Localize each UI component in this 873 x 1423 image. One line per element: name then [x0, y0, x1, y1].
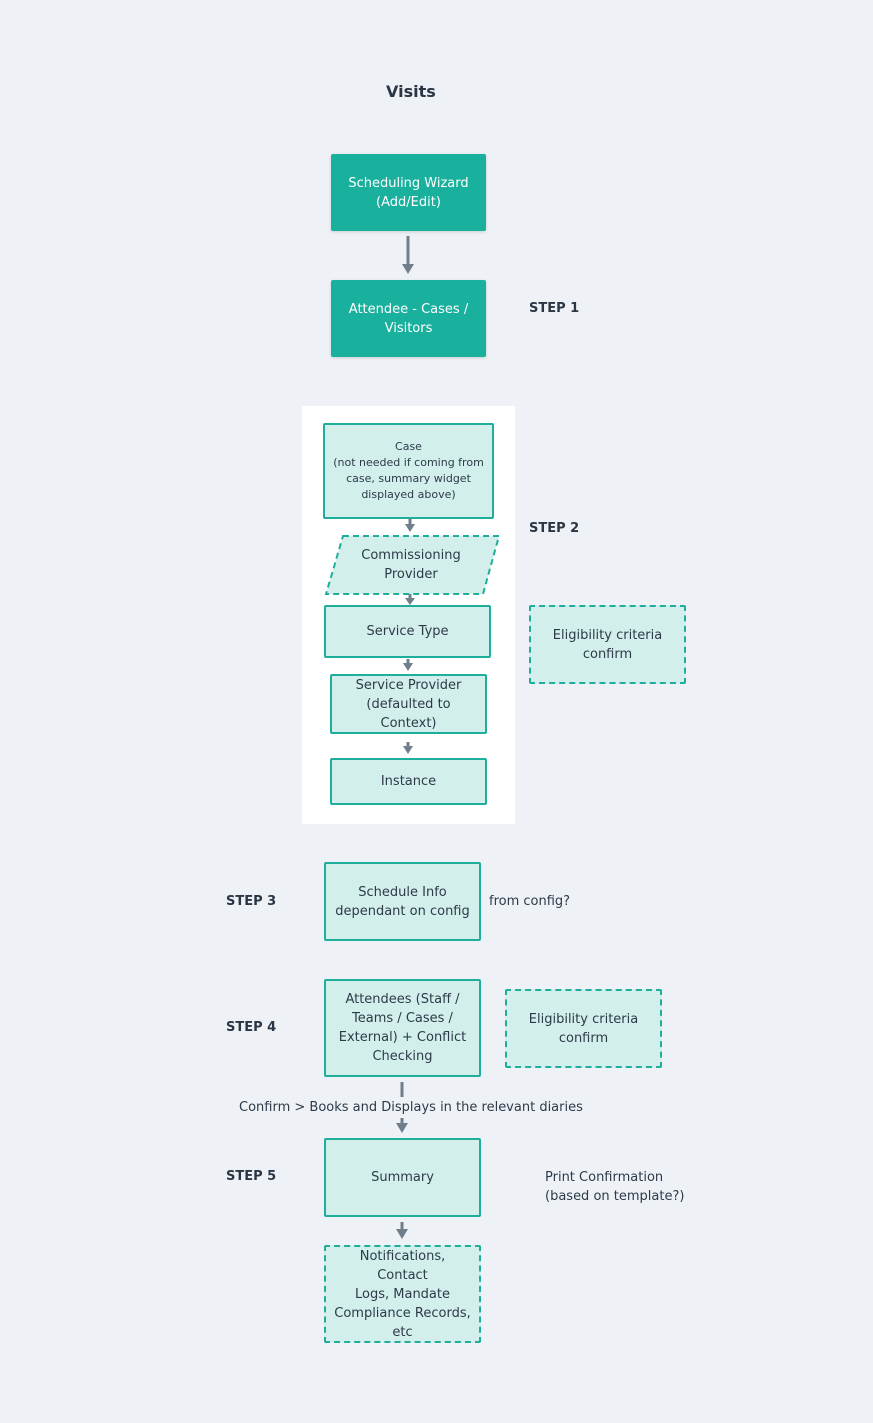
commissioning-provider-node[interactable]: Commissioning Provider [361, 548, 461, 582]
eligibility-criteria-step4-node[interactable]: Eligibility criteria confirm [505, 989, 662, 1068]
schedule-info-node[interactable]: Schedule Info dependant on config [324, 862, 481, 941]
case-node[interactable]: Case (not needed if coming from case, su… [323, 423, 494, 519]
step3-label: STEP 3 [226, 894, 277, 909]
from-config-annotation: from config? [489, 894, 571, 909]
step1-label: STEP 1 [529, 301, 580, 316]
commissioning-provider-shape [324, 535, 501, 595]
arrowhead-commissioning-to-servicetype [405, 598, 415, 605]
service-type-node[interactable]: Service Type [324, 605, 491, 658]
diagram-title: Visits [386, 82, 436, 101]
service-provider-node[interactable]: Service Provider (defaulted to Context) [330, 674, 487, 734]
arrowhead-servicetype-to-provider [403, 663, 413, 671]
attendee-cases-visitors-node[interactable]: Attendee - Cases / Visitors [331, 280, 486, 357]
eligibility-criteria-step2-node[interactable]: Eligibility criteria confirm [529, 605, 686, 684]
notifications-node[interactable]: Notifications, Contact Logs, Mandate Com… [324, 1245, 481, 1343]
arrowhead-provider-to-instance [403, 746, 413, 754]
instance-node[interactable]: Instance [330, 758, 487, 805]
arrowhead-attendees-to-summary [396, 1123, 408, 1133]
step4-label: STEP 4 [226, 1020, 277, 1035]
confirm-books-annotation: Confirm > Books and Displays in the rele… [239, 1100, 583, 1115]
step5-label: STEP 5 [226, 1169, 277, 1184]
arrowhead-summary-to-notifications [396, 1229, 408, 1239]
summary-node[interactable]: Summary [324, 1138, 481, 1217]
arrowhead-wizard-to-attendee [402, 264, 414, 274]
scheduling-wizard-node[interactable]: Scheduling Wizard (Add/Edit) [331, 154, 486, 231]
arrowhead-case-to-commissioning [405, 524, 415, 532]
step2-label: STEP 2 [529, 521, 580, 536]
print-confirmation-annotation: Print Confirmation (based on template?) [545, 1170, 685, 1204]
attendees-node[interactable]: Attendees (Staff / Teams / Cases / Exter… [324, 979, 481, 1077]
